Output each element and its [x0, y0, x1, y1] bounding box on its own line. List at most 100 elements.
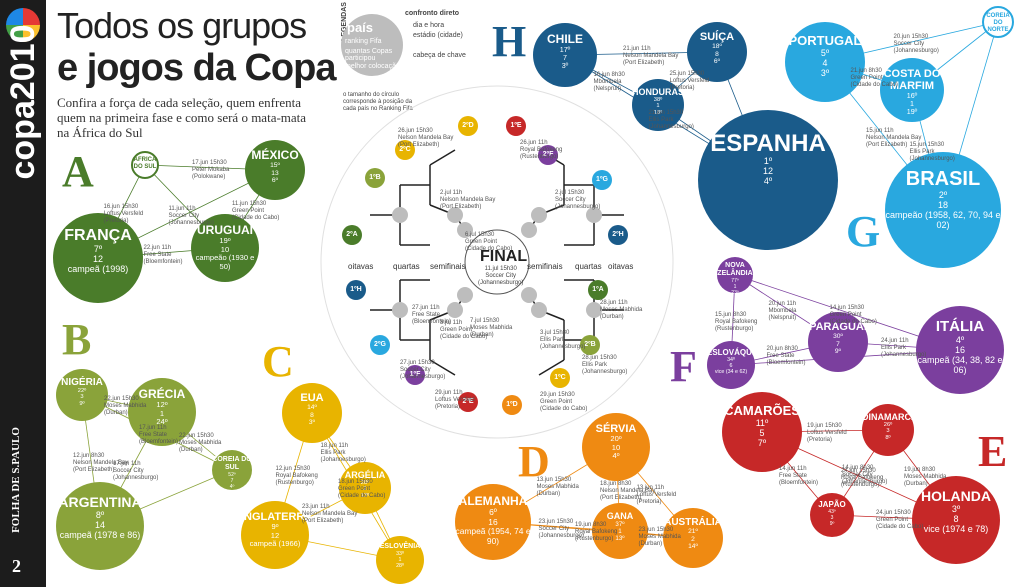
stage-label: quartas [393, 262, 420, 271]
match-line: (Durban) [470, 332, 494, 338]
team-stat: 13º [360, 492, 370, 499]
team-stat: 14º [307, 404, 317, 411]
team-stat: 1 [656, 103, 660, 110]
bracket-slot-badge: 2ºA [342, 225, 362, 245]
match-line: (Rustenburgo) [715, 326, 754, 332]
team-name: ESLOVÊNIA [379, 543, 421, 551]
team-stat: 8º [885, 434, 891, 441]
legend-item: ranking Fifa [345, 38, 382, 45]
match-line: 6.jul 15h30 [465, 232, 495, 238]
final-info: 11.jul 15h30 Soccer City (Johannesburgo) [478, 266, 523, 287]
match-line: (Cidade do Cabo) [850, 82, 898, 88]
team-stat: 2º [938, 190, 948, 201]
bracket-slot-badge: 1ºE [506, 116, 526, 136]
match-line: Green Point [232, 208, 265, 214]
match-line: 18.jun 8h30 [600, 481, 632, 487]
match-line: 29.jun 11h [435, 390, 463, 396]
team-stat: 5º [820, 48, 830, 58]
match-line: 16.jun 15h30 [103, 203, 139, 210]
match-line: Ellis Park [540, 337, 566, 343]
team-stat: 11º [755, 418, 769, 428]
match-line: Royal Bafokeng [715, 319, 758, 325]
team-stat: 17º [559, 45, 571, 54]
bracket-slot-badge: 2ºE [458, 392, 478, 412]
team-name: URUGUAI [197, 223, 253, 238]
team-name: ALEMANHA [458, 494, 528, 509]
match-line: (Port Elizabeth) [866, 142, 908, 148]
team-stat: 12 [762, 166, 773, 176]
match-line: (Cidade do Cabo) [465, 246, 513, 252]
team-stat: 9º [829, 520, 835, 527]
team-name: HOLANDA [921, 488, 991, 505]
match-line: Moses Mabhida [470, 325, 513, 331]
team-stat: 3º [308, 419, 316, 426]
match-line: 24.jun 15h30 [876, 509, 911, 516]
legend-item: quantas Copas participou [345, 48, 393, 62]
team-name: COREIA DO NORTE [986, 12, 1010, 33]
team-name: GRÉCIA [138, 387, 186, 402]
legend-item: melhor colocação [345, 63, 400, 70]
legend-circle: país [341, 14, 403, 76]
match-line: Royal Bafokeng [275, 473, 318, 479]
bracket-node [447, 302, 463, 318]
page-number: 2 [12, 556, 21, 576]
team-stat: 6º [489, 507, 497, 518]
match-line: Green Point [338, 485, 371, 492]
stage-label: semifinais [430, 262, 466, 271]
team-stat: 1 [618, 528, 622, 536]
match-line: 19.jun 8h30 [904, 467, 936, 473]
bracket-slot-badge: 2ºG [370, 335, 390, 355]
match-line: Ellis Park [320, 449, 346, 456]
group-letter-b: B [62, 315, 92, 364]
bracket-node [531, 302, 547, 318]
team-stat: 1 [910, 99, 914, 108]
bracket-slot-badge: 2ºH [608, 225, 628, 245]
match-line: Mbombela [593, 79, 622, 85]
legend: LEGENDAS país ranking Fifa quantas Copas… [325, 2, 475, 118]
match-line: (Bloemfontein) [143, 259, 183, 265]
match-line: Free State [766, 352, 795, 359]
match-line: (Pretoria) [435, 404, 461, 410]
group-letter-a: A [62, 147, 94, 196]
match-line: Moses Mabhida [536, 483, 579, 490]
match-line: Loftus Versfeld [669, 77, 710, 84]
match-line: (Durban) [536, 490, 561, 497]
team-stat: 52º [228, 472, 236, 478]
team-stat: 8º [95, 510, 105, 521]
match-line: 24.jun 15h30 [841, 468, 876, 474]
match-line: Nelson Mandela Bay [866, 135, 922, 141]
bracket-slot-badge: 1ºB [365, 168, 385, 188]
match-line: 24.jun 11h [881, 338, 909, 344]
match-line: 7.jul 15h30 [470, 318, 500, 324]
team-stat: 4º [229, 484, 235, 490]
match-line: Nelson Mandela Bay [73, 459, 129, 466]
team-stat: 1 [159, 408, 165, 418]
match-line: (Johannesburgo) [881, 352, 927, 358]
match-line: 2.jul 15h30 [555, 190, 585, 196]
team-name: SÉRVIA [595, 423, 637, 436]
match-line: 26.jun 15h30 [398, 128, 433, 134]
team-stat: 18º [653, 109, 663, 116]
match-line: Free State [412, 312, 441, 318]
match-line: 17.jun 11h [139, 424, 167, 431]
legend-direct-item: dia e hora [413, 22, 445, 29]
match-line: 2.jul 11h [440, 190, 463, 196]
match-line: (Johannesburgo) [842, 478, 888, 485]
match-line: (Cidade do Cabo) [876, 523, 924, 530]
bracket-node [457, 222, 473, 238]
match-line: Moses Mabhida [904, 474, 947, 480]
match-line: (Bloemfontein) [779, 479, 819, 486]
team-stat: 77º [731, 278, 739, 285]
